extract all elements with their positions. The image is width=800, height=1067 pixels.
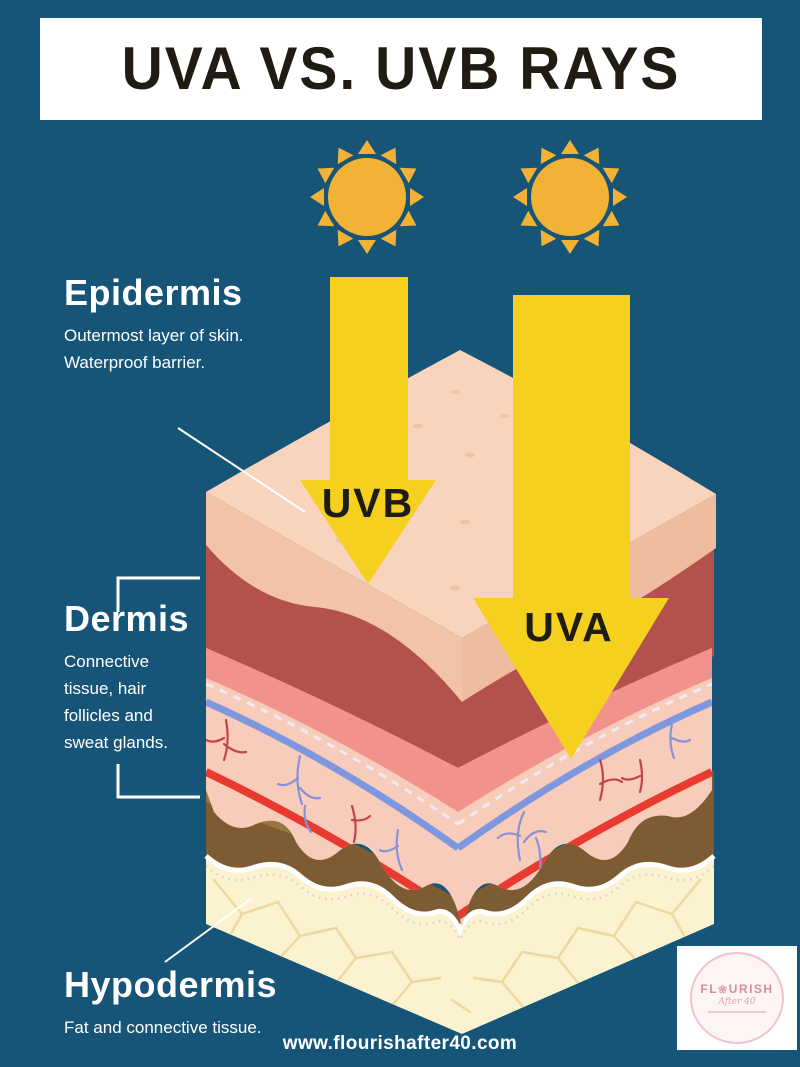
uvb-arrow <box>300 277 436 584</box>
dermis-heading: Dermis <box>64 598 190 639</box>
hypodermis-leader-line <box>164 897 253 963</box>
dermis-label-block: Dermis Connective tissue, hair follicles… <box>64 598 204 756</box>
dermis-description: Connective tissue, hair follicles and sw… <box>64 652 168 753</box>
uva-label: UVA <box>524 604 614 650</box>
dermis-dotted-line <box>206 682 712 826</box>
epidermis-label-block: Epidermis Outermost layer of skin. Water… <box>64 272 304 376</box>
uva-arrow <box>473 295 669 759</box>
logo-script-text: After 40 <box>718 997 756 1008</box>
hypodermis-description: Fat and connective tissue. <box>64 1018 262 1038</box>
website-url: www.flourishafter40.com <box>282 1033 518 1054</box>
brand-logo: FL❀URISH After 40 <box>677 946 797 1050</box>
hypodermis-label-block: Hypodermis Fat and connective tissue. <box>64 964 344 1041</box>
sun-icon <box>513 140 627 254</box>
capillaries <box>206 718 692 874</box>
logo-brand-name: FL❀URISH <box>700 982 774 997</box>
hypodermis-white-border <box>204 854 716 937</box>
logo-circle: FL❀URISH After 40 <box>690 952 784 1044</box>
title-banner: UVA VS. UVB RAYS <box>40 18 762 120</box>
sun-rays <box>310 140 424 254</box>
sun-icon <box>310 140 424 254</box>
epidermis-description: Outermost layer of skin. Waterproof barr… <box>64 326 244 373</box>
poster-title: UVA VS. UVB RAYS <box>121 35 681 103</box>
epidermis-left-face <box>206 492 462 702</box>
dermis-bracket <box>116 576 200 799</box>
logo-tagline-rule <box>708 1011 766 1013</box>
blue-vessel <box>206 698 712 851</box>
leader-lines <box>116 427 306 963</box>
hypodermis-heading: Hypodermis <box>64 964 278 1005</box>
epidermis-leader-line <box>177 427 306 513</box>
dermis-salmon-band <box>206 648 712 812</box>
uvb-label: UVB <box>322 480 415 526</box>
sun-rays <box>513 140 627 254</box>
epidermis-heading: Epidermis <box>64 272 243 313</box>
flower-icon: ❀ <box>718 984 729 997</box>
